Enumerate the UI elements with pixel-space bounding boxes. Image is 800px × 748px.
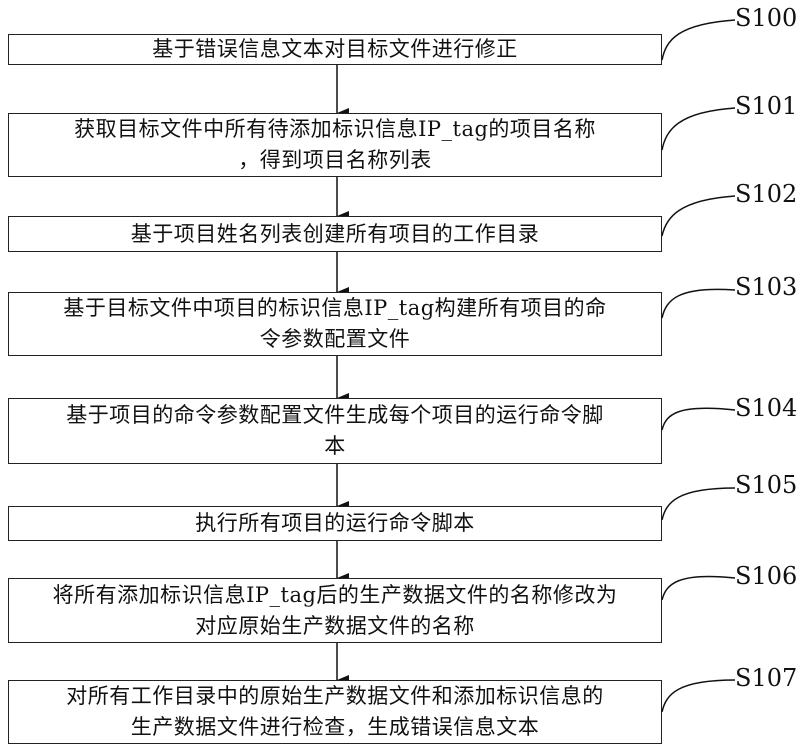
step-label-s105: S105: [735, 471, 797, 499]
step-text-s100: 基于错误信息文本对目标文件进行修正: [144, 34, 526, 65]
step-box-s104: 基于项目的命令参数配置文件生成每个项目的运行命令脚 本: [8, 398, 662, 464]
step-text-s102: 基于项目姓名列表创建所有项目的工作目录: [123, 219, 548, 250]
step-label-s100: S100: [735, 4, 797, 32]
step-box-s102: 基于项目姓名列表创建所有项目的工作目录: [8, 216, 662, 252]
step-box-s101: 获取目标文件中所有待添加标识信息IP_tag的项目名称 ，得到项目名称列表: [8, 113, 662, 177]
leader-s106: [662, 576, 735, 600]
leader-s104: [662, 408, 735, 430]
step-text-s104: 基于项目的命令参数配置文件生成每个项目的运行命令脚 本: [58, 400, 612, 462]
step-label-s107: S107: [735, 664, 797, 692]
step-box-s100: 基于错误信息文本对目标文件进行修正: [8, 34, 662, 65]
step-text-s103: 基于目标文件中项目的标识信息IP_tag构建所有项目的命 令参数配置文件: [55, 293, 614, 355]
step-label-s102: S102: [735, 180, 797, 208]
step-box-s107: 对所有工作目录中的原始生产数据文件和添加标识信息的 生产数据文件进行检查，生成错…: [8, 680, 662, 744]
step-text-s106: 将所有添加标识信息IP_tag后的生产数据文件的名称修改为 对应原始生产数据文件…: [45, 580, 626, 642]
step-text-s105: 执行所有项目的运行命令脚本: [187, 508, 483, 539]
step-label-s103: S103: [735, 273, 797, 301]
step-label-s101: S101: [735, 92, 797, 120]
leader-s103: [662, 289, 735, 318]
step-text-s101: 获取目标文件中所有待添加标识信息IP_tag的项目名称 ，得到项目名称列表: [66, 114, 604, 176]
leader-s100: [662, 20, 735, 60]
step-box-s103: 基于目标文件中项目的标识信息IP_tag构建所有项目的命 令参数配置文件: [8, 292, 662, 356]
leader-s105: [662, 488, 735, 520]
leader-s101: [662, 108, 735, 150]
leader-s107: [662, 680, 735, 712]
step-box-s106: 将所有添加标识信息IP_tag后的生产数据文件的名称修改为 对应原始生产数据文件…: [8, 578, 662, 643]
step-text-s107: 对所有工作目录中的原始生产数据文件和添加标识信息的 生产数据文件进行检查，生成错…: [58, 681, 612, 743]
leader-s102: [662, 196, 735, 236]
step-label-s104: S104: [735, 394, 797, 422]
step-box-s105: 执行所有项目的运行命令脚本: [8, 506, 662, 541]
step-label-s106: S106: [735, 562, 797, 590]
